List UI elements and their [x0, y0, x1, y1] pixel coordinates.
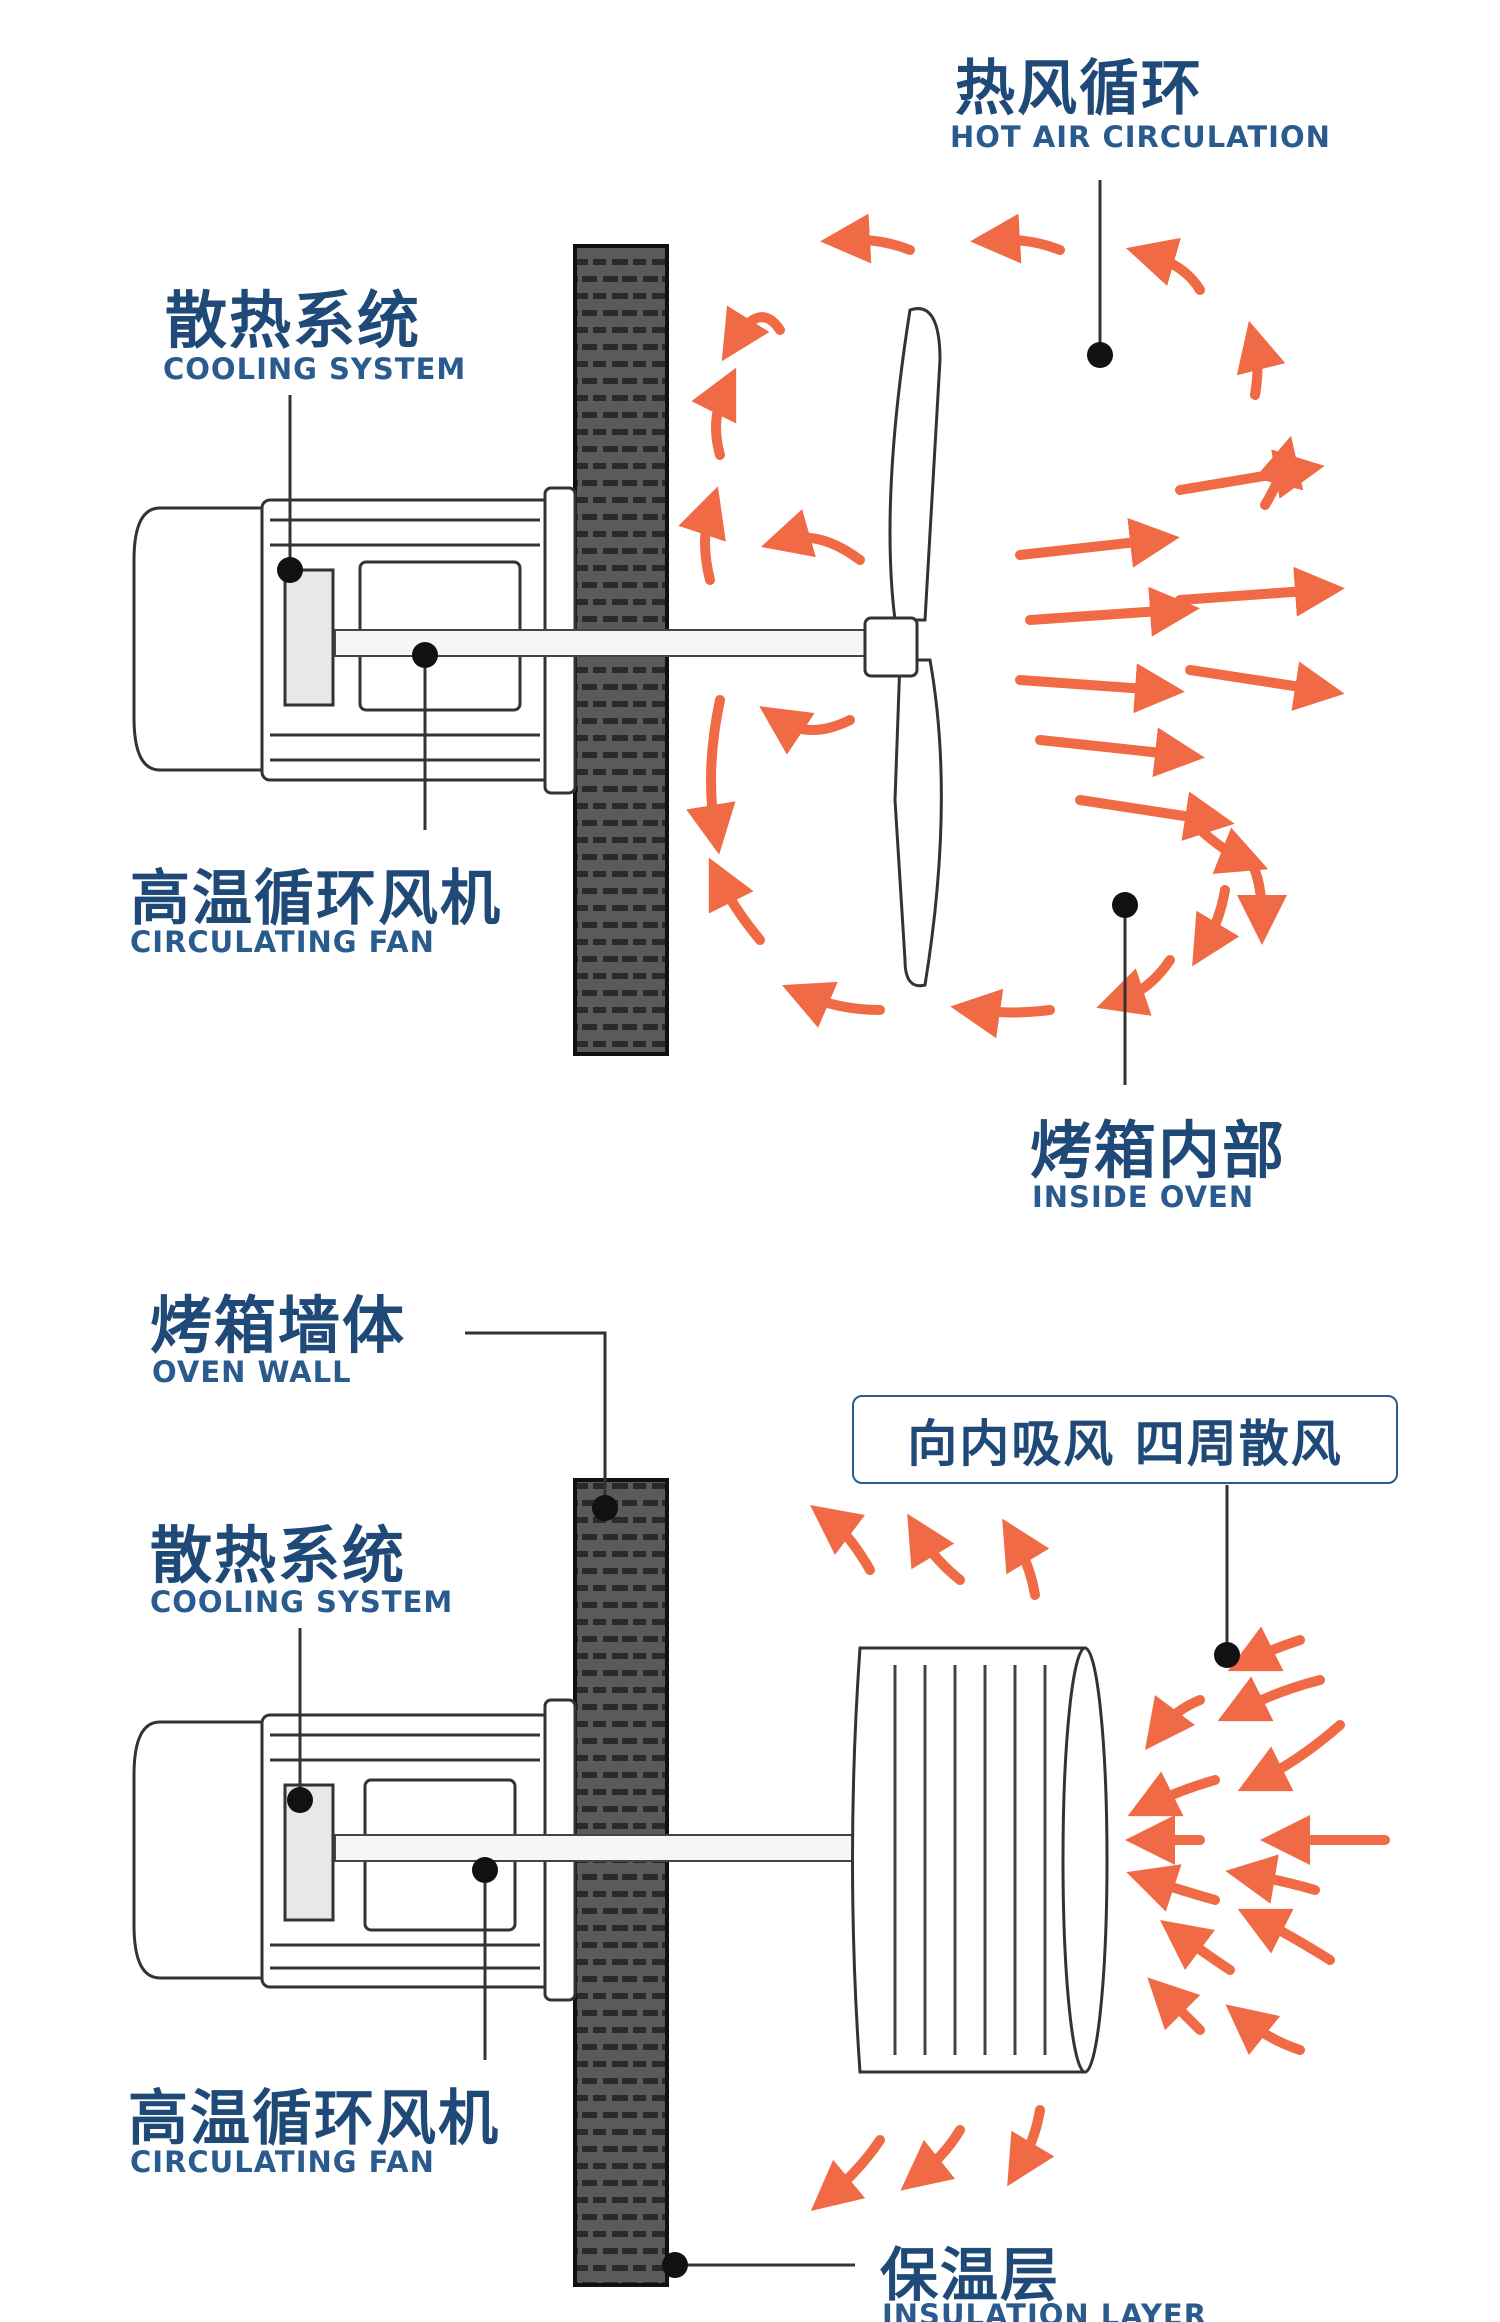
oven-wall-subtitle: OVEN WALL	[152, 1355, 352, 1389]
oven-wall-title: 烤箱墙体	[150, 1289, 407, 1362]
cooling-system-title-bottom: 散热系统	[150, 1519, 407, 1592]
circulating-fan-title-top: 高温循环风机	[130, 864, 502, 934]
callouts-top	[288, 180, 1127, 1085]
propeller-top	[863, 307, 943, 988]
circulating-fan-title-bottom: 高温循环风机	[128, 2084, 500, 2154]
insulation-layer-title: 保温层	[880, 2241, 1061, 2309]
callout-dots-top	[277, 342, 1138, 918]
inside-oven-subtitle: INSIDE OVEN	[1032, 1180, 1255, 1214]
airflow-box-label: 向内吸风 四周散风	[907, 1414, 1343, 1473]
insulation-layer-subtitle: INSULATION LAYER	[882, 2298, 1208, 2322]
inside-oven-title: 烤箱内部	[1030, 1114, 1287, 1187]
shaft-bottom	[334, 1834, 856, 1862]
blower-wheel	[851, 1646, 1109, 2074]
circulating-fan-subtitle-bottom: CIRCULATING FAN	[130, 2145, 435, 2179]
motor-top	[132, 486, 577, 795]
callout-dots-bottom	[287, 1495, 1240, 2278]
oven-wall-bottom	[573, 1478, 669, 2287]
circulating-fan-subtitle-top: CIRCULATING FAN	[130, 925, 435, 959]
hot-air-arrows-top	[678, 213, 1345, 1039]
cooling-system-title-top: 散热系统	[165, 284, 422, 357]
blower-arrows	[810, 1504, 1390, 2212]
hot-air-circulation-title: 热风循环	[955, 54, 1203, 124]
airflow-box: 向内吸风 四周散风	[852, 1395, 1398, 1484]
cooling-system-subtitle-top: COOLING SYSTEM	[163, 352, 467, 386]
callouts-bottom	[298, 1331, 1229, 2267]
cooling-system-subtitle-bottom: COOLING SYSTEM	[150, 1585, 454, 1619]
hot-air-circulation-subtitle: HOT AIR CIRCULATION	[950, 120, 1331, 154]
